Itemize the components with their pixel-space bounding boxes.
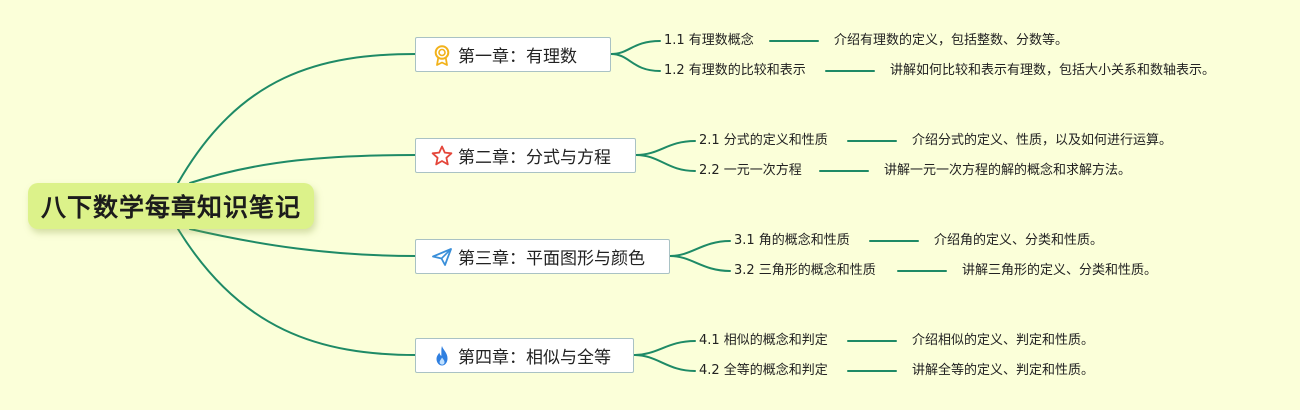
topic-3-2-description[interactable]: 讲解三角形的定义、分类和性质。 [962,263,1158,278]
root-topic[interactable]: 八下数学每章知识笔记 [28,183,314,229]
topic-4-1-description[interactable]: 介绍相似的定义、判定和性质。 [912,333,1095,348]
topic-3-1-label[interactable]: 3.1 角的概念和性质 [734,233,850,248]
chapter-3-node[interactable]: 第三章：平面图形与颜色 [415,239,670,274]
topic-2-1-description[interactable]: 介绍分式的定义、性质，以及如何进行运算。 [912,133,1173,148]
award-icon [430,43,454,67]
topic-1-1-label[interactable]: 1.1 有理数概念 [664,33,754,48]
chapter-3-title: 第三章：平面图形与颜色 [458,249,645,269]
topic-1-2-label[interactable]: 1.2 有理数的比较和表示 [664,63,806,78]
topic-1-1-description[interactable]: 介绍有理数的定义，包括整数、分数等。 [834,33,1069,48]
flame-icon [430,344,454,368]
chapter-1-node[interactable]: 第一章：有理数 [415,37,611,72]
topic-2-2-description[interactable]: 讲解一元一次方程的解的概念和求解方法。 [884,163,1132,178]
topic-1-2-description[interactable]: 讲解如何比较和表示有理数，包括大小关系和数轴表示。 [890,63,1216,78]
star-icon [430,144,454,168]
topic-4-1-label[interactable]: 4.1 相似的概念和判定 [699,333,828,348]
chapter-2-node[interactable]: 第二章：分式与方程 [415,138,636,173]
topic-3-1-description[interactable]: 介绍角的定义、分类和性质。 [934,233,1104,248]
topic-3-2-label[interactable]: 3.2 三角形的概念和性质 [734,263,876,278]
topic-2-1-label[interactable]: 2.1 分式的定义和性质 [699,133,828,148]
chapter-4-node[interactable]: 第四章：相似与全等 [415,338,634,373]
chapter-2-title: 第二章：分式与方程 [458,148,611,168]
paper-plane-icon [430,245,454,269]
chapter-1-title: 第一章：有理数 [458,47,577,67]
topic-4-2-description[interactable]: 讲解全等的定义、判定和性质。 [912,363,1095,378]
topic-2-2-label[interactable]: 2.2 一元一次方程 [699,163,802,178]
topic-4-2-label[interactable]: 4.2 全等的概念和判定 [699,363,828,378]
chapter-4-title: 第四章：相似与全等 [458,348,611,368]
